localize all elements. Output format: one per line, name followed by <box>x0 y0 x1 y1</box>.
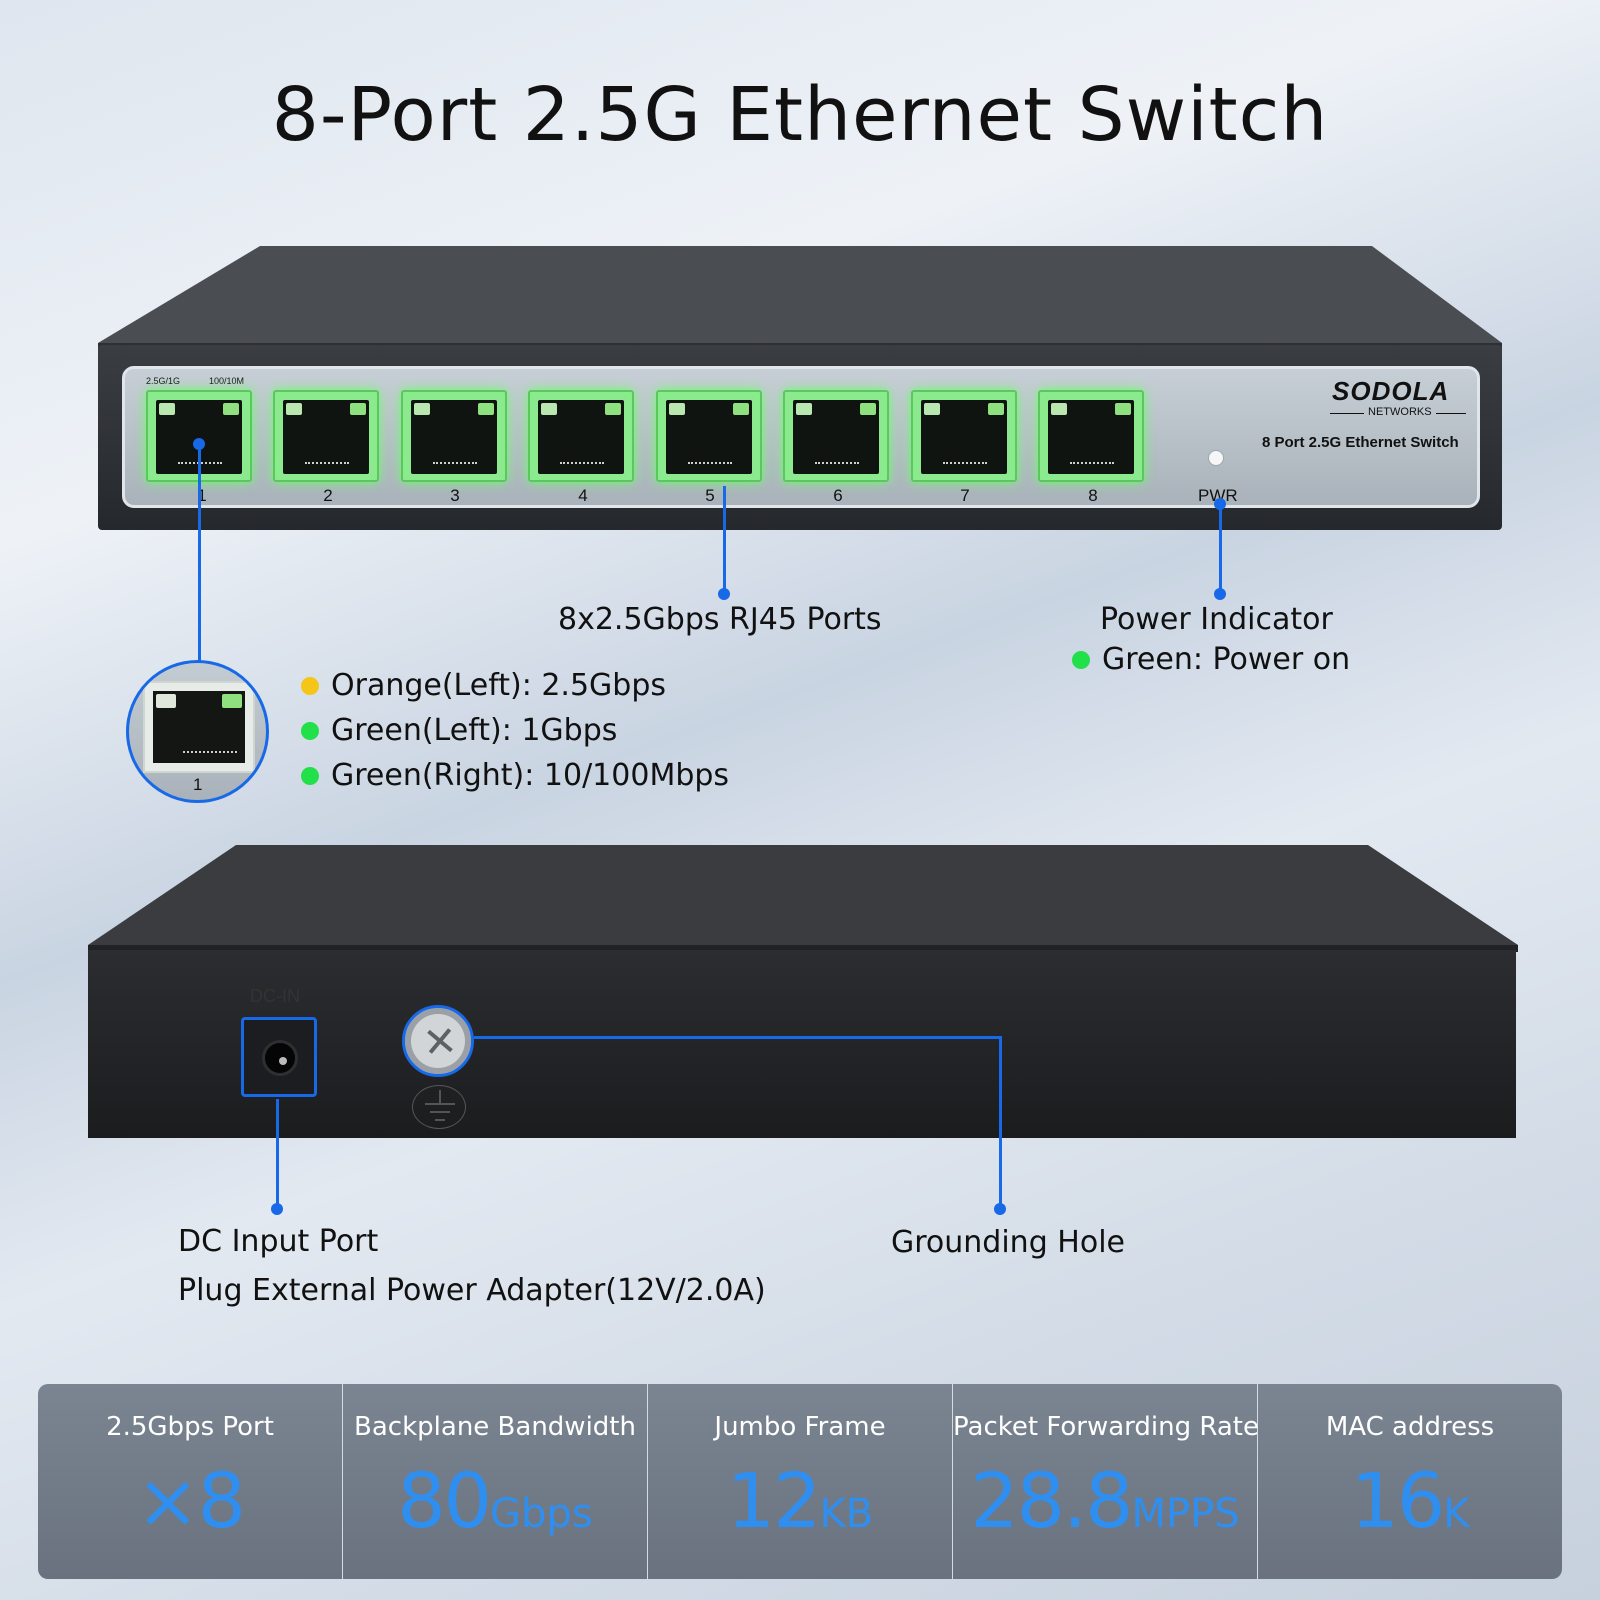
spec-label: Jumbo Frame <box>714 1412 886 1442</box>
callout-line-ground-h <box>474 1036 1002 1039</box>
legend-text: Green(Left): 1Gbps <box>331 713 618 748</box>
rj45-port-8 <box>1038 390 1144 482</box>
rj45-port-2 <box>273 390 379 482</box>
port-number-4: 4 <box>578 486 588 505</box>
spec-bar: 2.5Gbps Port ×8 Backplane Bandwidth 80Gb… <box>38 1384 1562 1579</box>
spec-forwarding: Packet Forwarding Rate 28.8MPPS <box>953 1384 1259 1579</box>
ports-callout: 8x2.5Gbps RJ45 Ports <box>558 602 882 637</box>
power-indicator-title: Power Indicator <box>1100 602 1333 637</box>
spec-value: 28.8MPPS <box>970 1456 1240 1545</box>
port-number-1: 1 <box>197 486 207 505</box>
callout-dot-dc <box>271 1203 283 1215</box>
legend-item-green-right: Green(Right): 10/100Mbps <box>301 758 729 793</box>
legend-text: Green(Right): 10/100Mbps <box>331 758 730 793</box>
callout-line-pwr <box>1219 504 1222 594</box>
port-group-label-speed: 2.5G/1G <box>146 376 181 386</box>
model-label: 8 Port 2.5G Ethernet Switch <box>1262 434 1459 451</box>
callout-dot-ground <box>994 1203 1006 1215</box>
callout-dot-pwr <box>1214 588 1226 600</box>
brand-logo: SODOLA <box>1332 376 1450 406</box>
dc-input-callout-sub: Plug External Power Adapter(12V/2.0A) <box>178 1273 766 1308</box>
legend-item-green-left: Green(Left): 1Gbps <box>301 713 617 748</box>
dc-input-port <box>241 1017 317 1097</box>
legend-text: Orange(Left): 2.5Gbps <box>331 668 667 703</box>
rj45-port-7 <box>911 390 1017 482</box>
rj45-port-3 <box>401 390 507 482</box>
port-number-3: 3 <box>450 486 460 505</box>
spec-label: 2.5Gbps Port <box>106 1412 274 1442</box>
port-number-6: 6 <box>833 486 843 505</box>
spec-value: 12KB <box>726 1456 874 1545</box>
port-zoom-inset: 1 <box>126 660 269 803</box>
power-state-dot <box>1072 650 1090 669</box>
brand-rule-left <box>1330 413 1364 414</box>
callout-line-ports <box>723 486 726 594</box>
brand-subtitle: NETWORKS <box>1368 406 1432 418</box>
callout-line-dc <box>276 1099 279 1207</box>
spec-jumbo: Jumbo Frame 12KB <box>648 1384 953 1579</box>
callout-line-port1 <box>198 444 201 662</box>
grounding-hole-callout: Grounding Hole <box>891 1225 1125 1260</box>
power-state-text: Green: Power on <box>1102 642 1351 677</box>
spec-ports: 2.5Gbps Port ×8 <box>38 1384 343 1579</box>
spec-value: 16K <box>1350 1456 1470 1545</box>
dc-in-label: DC-IN <box>250 986 300 1006</box>
zoom-port-number: 1 <box>193 775 203 794</box>
spec-label: Packet Forwarding Rate <box>953 1412 1259 1442</box>
switch-rear-face <box>88 950 1516 1138</box>
spec-value: ×8 <box>135 1456 246 1545</box>
spec-label: Backplane Bandwidth <box>354 1412 636 1442</box>
rj45-port-6 <box>783 390 889 482</box>
legend-item-orange-left: Orange(Left): 2.5Gbps <box>301 668 666 703</box>
callout-dot-ports <box>718 588 730 600</box>
spec-label: MAC address <box>1325 1412 1495 1442</box>
grounding-screw-icon <box>402 1005 474 1077</box>
spec-backplane: Backplane Bandwidth 80Gbps <box>343 1384 648 1579</box>
zoom-port <box>143 681 255 773</box>
legend-dot-green <box>301 721 319 740</box>
rj45-port-4 <box>528 390 634 482</box>
pwr-label: PWR <box>1198 486 1238 505</box>
port-number-2: 2 <box>323 486 333 505</box>
dc-input-callout-title: DC Input Port <box>178 1224 379 1259</box>
spec-value: 80Gbps <box>397 1456 593 1545</box>
brand-rule-right <box>1436 413 1466 414</box>
legend-dot-green <box>301 766 319 785</box>
rj45-port-5 <box>656 390 762 482</box>
legend-dot-orange <box>301 676 319 695</box>
callout-line-ground-v <box>999 1036 1002 1208</box>
port-group-label-low: 100/10M <box>209 376 245 386</box>
ground-symbol-icon <box>412 1085 466 1129</box>
spec-mac: MAC address 16K <box>1258 1384 1562 1579</box>
power-led <box>1208 450 1224 466</box>
port-number-7: 7 <box>960 486 970 505</box>
power-indicator-state: Green: Power on <box>1072 642 1350 677</box>
port-number-8: 8 <box>1088 486 1098 505</box>
page-title: 8-Port 2.5G Ethernet Switch <box>271 72 1329 158</box>
port-number-5: 5 <box>705 486 715 505</box>
